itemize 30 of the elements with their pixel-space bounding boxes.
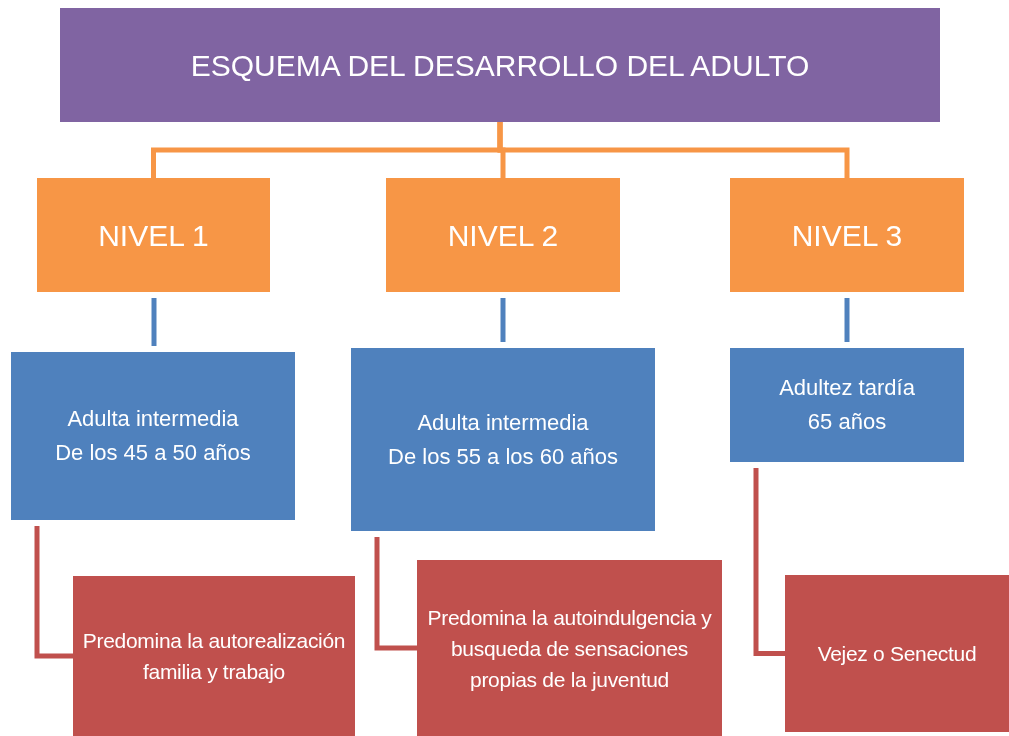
- connector-line: [500, 298, 506, 342]
- connector-line: [151, 298, 157, 346]
- box-text: De los 45 a 50 años: [55, 439, 251, 467]
- connector-line: [34, 526, 73, 659]
- stage-box: [351, 348, 655, 531]
- box-text: Adulta intermedia: [417, 408, 589, 437]
- box-text: Adultez tardía: [779, 374, 915, 402]
- box-text: NIVEL 1: [98, 217, 209, 254]
- box-text: Adulta intermedia: [67, 405, 239, 433]
- trait-box: [417, 560, 722, 736]
- level-box: [730, 178, 964, 292]
- connector-line: [374, 537, 417, 651]
- box-text: NIVEL 3: [791, 217, 903, 254]
- title-box: [60, 8, 940, 122]
- connector-line: [497, 122, 850, 178]
- connector-line: [753, 468, 785, 656]
- box-text: Predomina la autorealización familia y trabajo: [81, 628, 347, 685]
- stage-box: [11, 352, 295, 520]
- stage-box: [730, 348, 964, 462]
- box-text: Vejez o Senectud: [817, 641, 977, 667]
- box-text: De los 55 a los 60 años: [388, 442, 618, 471]
- box-text: ESQUEMA DEL DESARROLLO DEL ADULTO: [190, 47, 810, 84]
- box-text: NIVEL 2: [447, 217, 559, 254]
- trait-box: [73, 576, 355, 736]
- level-box: [37, 178, 270, 292]
- level-box: [386, 178, 620, 292]
- box-text: Predomina la autoindulgencia y busqueda de sensaciones propias de la juventud: [426, 604, 713, 693]
- box-text: 65 años: [807, 408, 887, 436]
- connector-line: [844, 298, 850, 342]
- trait-box: [785, 575, 1009, 732]
